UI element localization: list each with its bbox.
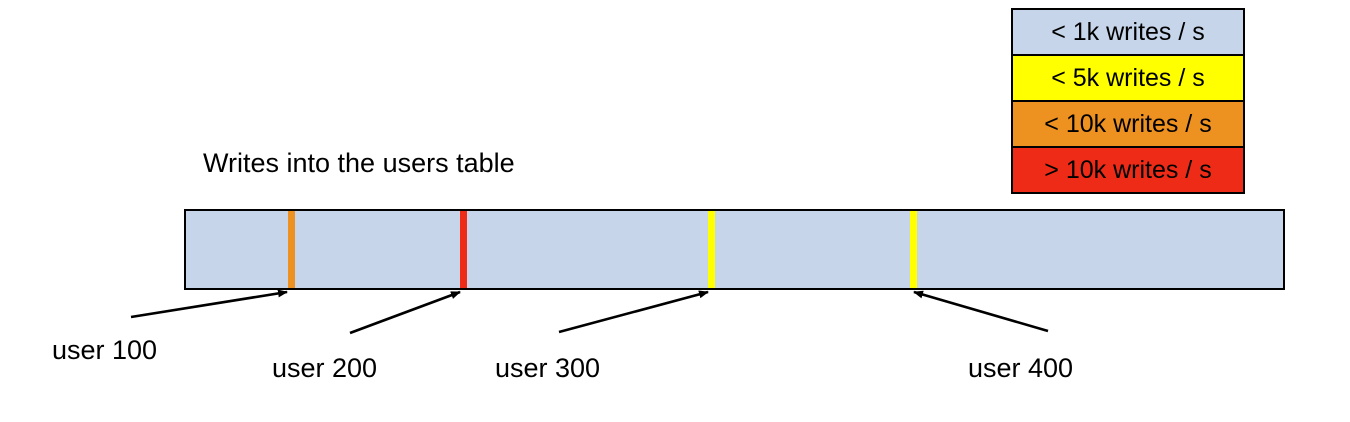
arrow-user-100 (130, 289, 288, 319)
arrow-user-400 (913, 290, 1049, 333)
legend-entry-under-1k: < 1k writes / s (1013, 10, 1243, 56)
legend-entry-label: < 1k writes / s (1051, 17, 1205, 46)
legend-entry-over-10k: > 10k writes / s (1013, 148, 1243, 192)
marker-user-400 (910, 211, 917, 288)
arrow-user-300 (558, 290, 709, 334)
chart-title: Writes into the users table (203, 148, 515, 178)
legend: < 1k writes / s < 5k writes / s < 10k wr… (1011, 8, 1245, 194)
marker-user-300 (708, 211, 715, 288)
callout-label-user-400: user 400 (968, 353, 1074, 383)
legend-entry-label: > 10k writes / s (1044, 155, 1212, 184)
legend-entry-under-5k: < 5k writes / s (1013, 56, 1243, 102)
callout-label-user-200: user 200 (272, 353, 378, 383)
legend-entry-label: < 10k writes / s (1044, 109, 1212, 138)
arrow-user-200 (349, 290, 461, 335)
users-table-keyspace-bar (184, 209, 1285, 290)
marker-user-200 (460, 211, 467, 288)
marker-user-100 (288, 211, 295, 288)
legend-entry-under-10k: < 10k writes / s (1013, 102, 1243, 148)
legend-entry-label: < 5k writes / s (1051, 63, 1205, 92)
callout-label-user-300: user 300 (495, 353, 601, 383)
callout-label-user-100: user 100 (52, 335, 158, 365)
